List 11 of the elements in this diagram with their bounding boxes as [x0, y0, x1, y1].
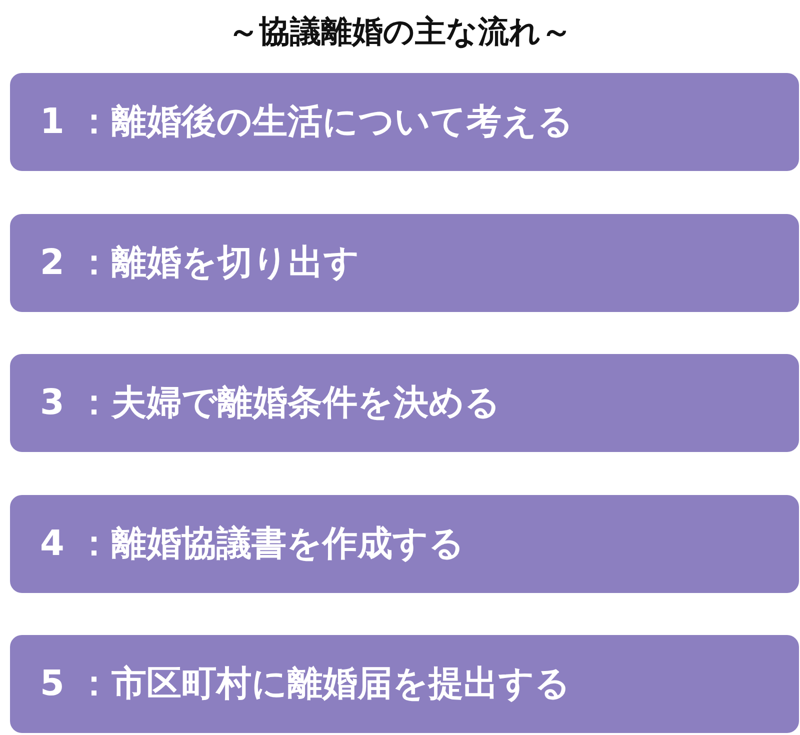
step-label: 4 ：離婚協議書を作成する [40, 523, 465, 565]
step-label: 3 ：夫婦で離婚条件を決める [40, 382, 501, 424]
step-label: 1 ：離婚後の生活について考える [40, 101, 574, 143]
step-box [10, 214, 799, 312]
step-box [10, 354, 799, 452]
diagram-title: ～協議離婚の主な流れ～ [228, 14, 572, 52]
step-label: 2 ：離婚を切り出す [40, 242, 360, 284]
step-label: 5 ：市区町村に離婚届を提出する [40, 663, 571, 705]
step-box [10, 495, 799, 593]
step-box [10, 73, 799, 171]
step-box [10, 635, 799, 733]
